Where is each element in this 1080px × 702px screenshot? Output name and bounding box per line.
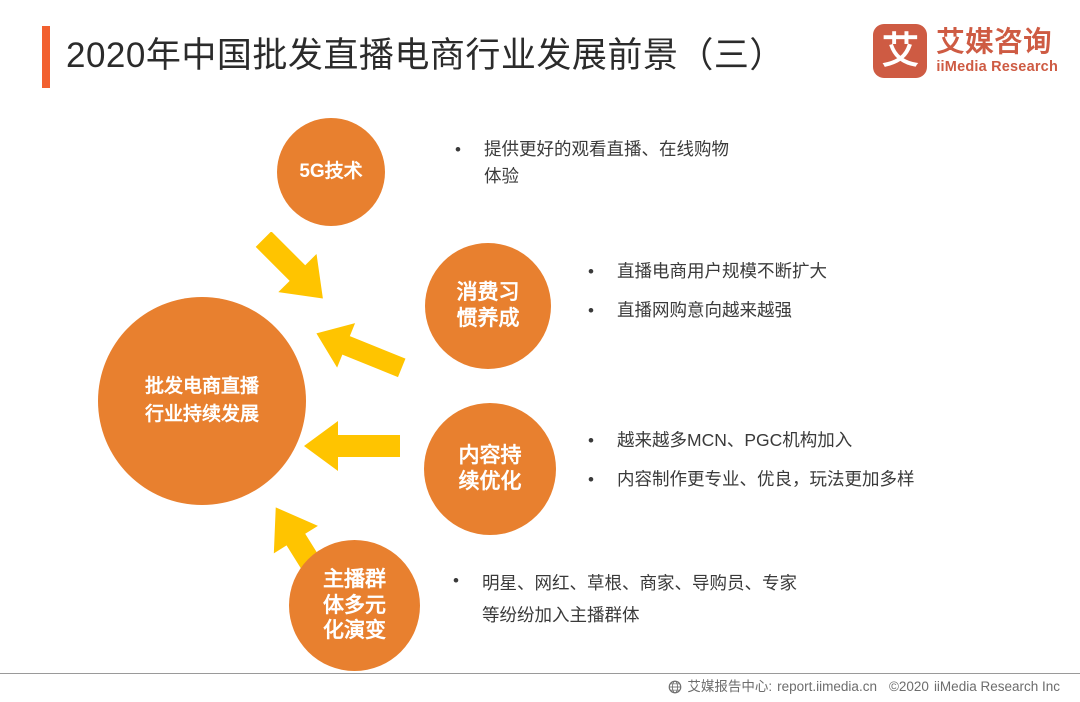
- footer-company: iiMedia Research Inc: [933, 679, 1060, 694]
- footer-report-center: 艾媒报告中心:: [687, 679, 773, 694]
- logo-name-cn: 艾媒咨询: [936, 25, 1053, 57]
- hub-circle-label: 批发电商直播 行业持续发展: [144, 376, 259, 425]
- bullet-text: 直播网购意向越来越强: [617, 300, 792, 320]
- node-circle-5g[interactable]: 5G技术: [277, 118, 385, 226]
- bullet-list-5g: • 提供更好的观看直播、在线购物 体验: [452, 136, 882, 190]
- page-title: 2020年中国批发直播电商行业发展前景（三）: [66, 36, 785, 75]
- bullet-text: 明星、网红、草根、商家、导购员、专家 等纷纷加入主播群体: [482, 573, 797, 625]
- logo-glyph: 艾: [881, 29, 919, 71]
- node-circle-habit-label: 消费习 惯养成: [456, 281, 520, 330]
- bullet-marker: •: [588, 301, 594, 320]
- logo-name-en: iiMedia Research: [936, 58, 1058, 75]
- arrow-from-habit-icon: [305, 305, 415, 397]
- bullet-item: • 提供更好的观看直播、在线购物 体验: [452, 136, 882, 190]
- node-circle-content[interactable]: 内容持 续优化: [424, 403, 556, 535]
- bullet-list-habit: • 直播电商用户规模不断扩大 • 直播网购意向越来越强: [585, 258, 1005, 324]
- node-circle-anchor-label: 主播群 体多元 化演变: [323, 568, 386, 643]
- node-circle-5g-label: 5G技术: [299, 161, 363, 183]
- title-accent-bar: [42, 26, 50, 88]
- node-circle-content-label: 内容持 续优化: [458, 444, 522, 493]
- arrow-from-5g-icon: [238, 232, 330, 324]
- bullet-marker: •: [588, 262, 594, 281]
- bullet-text: 内容制作更专业、优良，玩法更加多样: [617, 469, 915, 489]
- bullet-item: • 越来越多MCN、PGC机构加入: [585, 427, 1015, 454]
- footer-divider: [0, 673, 1080, 674]
- bullet-marker: •: [455, 140, 461, 159]
- slide-footer: 艾媒报告中心: report.iimedia.cn ©2020 iiMedia …: [668, 679, 1060, 695]
- bullet-text: 直播电商用户规模不断扩大: [617, 261, 827, 281]
- bullet-list-anchor: • 明星、网红、草根、商家、导购员、专家 等纷纷加入主播群体: [450, 567, 920, 631]
- bullet-text: 提供更好的观看直播、在线购物 体验: [484, 139, 729, 186]
- brand-logo: 艾 艾媒咨询 iiMedia Research: [873, 24, 1058, 78]
- bullet-text: 越来越多MCN、PGC机构加入: [617, 430, 853, 450]
- footer-url[interactable]: report.iimedia.cn: [777, 679, 877, 694]
- bullet-item: • 直播电商用户规模不断扩大: [585, 258, 1005, 285]
- footer-copyright: ©2020: [888, 679, 929, 694]
- hub-circle[interactable]: 批发电商直播 行业持续发展: [98, 297, 306, 505]
- bullet-item: • 内容制作更专业、优良，玩法更加多样: [585, 466, 1015, 493]
- bullet-marker: •: [588, 470, 594, 489]
- logo-mark-icon: 艾: [873, 24, 928, 78]
- bullet-marker: •: [453, 571, 459, 590]
- bullet-list-content: • 越来越多MCN、PGC机构加入 • 内容制作更专业、优良，玩法更加多样: [585, 427, 1015, 493]
- bullet-item: • 明星、网红、草根、商家、导购员、专家 等纷纷加入主播群体: [450, 567, 920, 631]
- bullet-marker: •: [588, 431, 594, 450]
- logo-wordmark: 艾媒咨询 iiMedia Research: [936, 25, 1058, 75]
- globe-icon: [669, 680, 682, 694]
- node-circle-anchor[interactable]: 主播群 体多元 化演变: [289, 540, 420, 671]
- bullet-item: • 直播网购意向越来越强: [585, 297, 1005, 324]
- arrow-from-content-icon: [300, 415, 406, 477]
- node-circle-habit[interactable]: 消费习 惯养成: [425, 243, 551, 369]
- slide-header: 2020年中国批发直播电商行业发展前景（三） 艾 艾媒咨询 iiMedia Re…: [0, 0, 1080, 104]
